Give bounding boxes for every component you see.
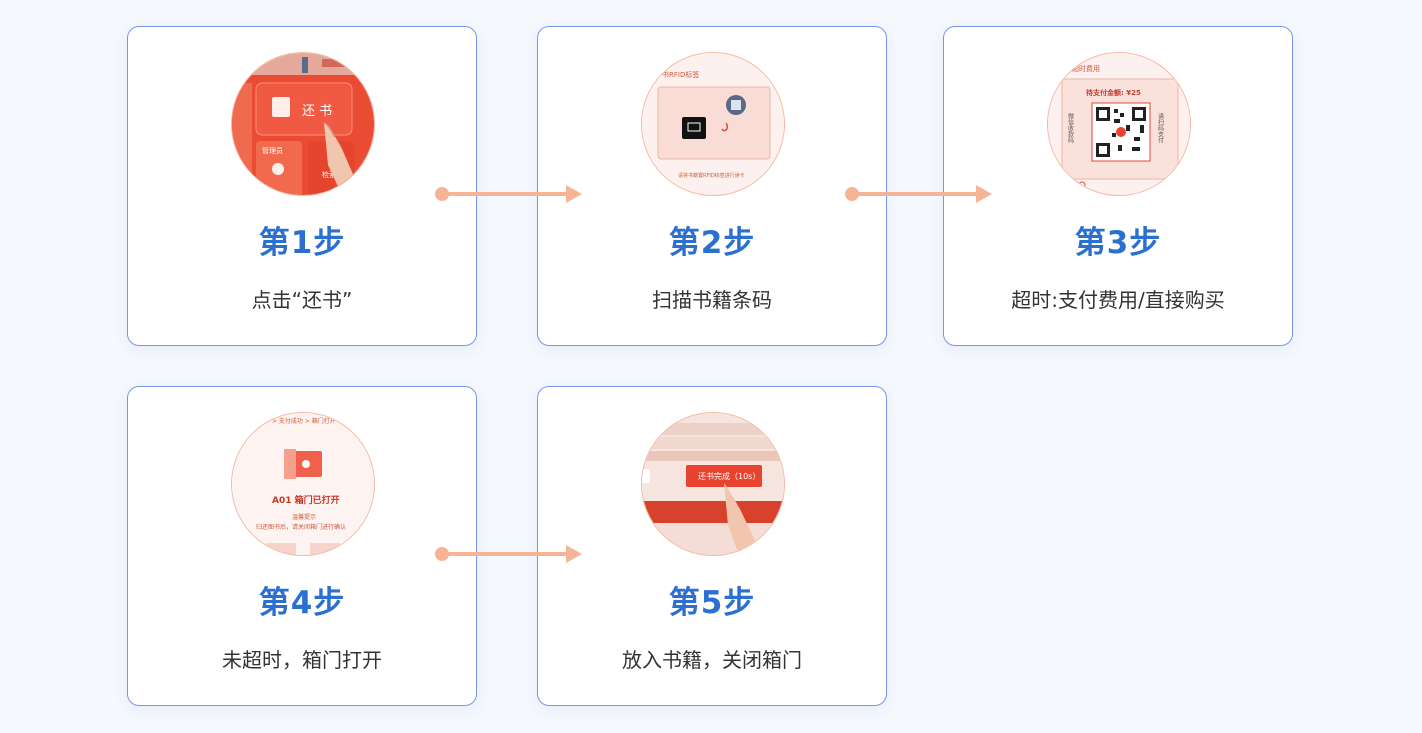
step-card-4: > 支付成功 > 箱门打开 A01 箱门已打开 温馨提示 归还图书后，请关闭箱门…	[127, 386, 477, 706]
svg-text:请将书籍置RFID标签进行读卡: 请将书籍置RFID标签进行读卡	[678, 172, 745, 179]
svg-text:管理员: 管理员	[262, 146, 283, 155]
svg-text:归还图书后，请关闭箱门进行确认: 归还图书后，请关闭箱门进行确认	[256, 523, 346, 531]
step-description: 超时:支付费用/直接购买	[1011, 288, 1225, 312]
svg-text:书RFID标签: 书RFID标签	[662, 70, 699, 79]
step-description: 未超时，箱门打开	[222, 648, 382, 672]
step-title: 第1步	[258, 225, 346, 261]
scan-barcode-illustration: 书RFID标签 请将书籍置RFID标签进行读卡	[642, 53, 784, 195]
step4-thumbnail: > 支付成功 > 箱门打开 A01 箱门已打开 温馨提示 归还图书后，请关闭箱门…	[231, 412, 375, 556]
step3-thumbnail: 超时费用 待支付金额: ¥25 微信收款码 请扫码支付	[1047, 52, 1191, 196]
step-title: 第4步	[258, 585, 346, 621]
arrow-right-icon	[435, 545, 582, 563]
step5-thumbnail: 还书完成（10s）	[641, 412, 785, 556]
svg-text:温馨提示: 温馨提示	[292, 513, 316, 521]
step-description: 点击“还书”	[251, 288, 353, 312]
svg-text:请扫码支付: 请扫码支付	[1157, 112, 1164, 144]
step2-thumbnail: 书RFID标签 请将书籍置RFID标签进行读卡	[641, 52, 785, 196]
svg-text:> 支付成功 > 箱门打开: > 支付成功 > 箱门打开	[272, 417, 336, 425]
step-title: 第2步	[668, 225, 756, 261]
arrow-right-icon	[845, 185, 992, 203]
payment-qr-illustration: 超时费用 待支付金额: ¥25 微信收款码 请扫码支付	[1048, 53, 1190, 195]
arrow-right-icon	[435, 185, 582, 203]
svg-text:还 书: 还 书	[302, 104, 332, 119]
svg-text:待支付金额: ¥25: 待支付金额: ¥25	[1086, 88, 1141, 97]
step-card-1: 还 书 管理员 检索 第1步 点击“还书”	[127, 26, 477, 346]
return-complete-illustration: 还书完成（10s）	[642, 413, 784, 555]
step-description: 扫描书籍条码	[652, 288, 772, 312]
step-card-3: 超时费用 待支付金额: ¥25 微信收款码 请扫码支付 第3步 超时:支付	[943, 26, 1293, 346]
kiosk-home-illustration: 还 书 管理员 检索	[232, 53, 374, 195]
svg-text:微信收款码: 微信收款码	[1067, 112, 1074, 144]
step-card-2: 书RFID标签 请将书籍置RFID标签进行读卡 第2步 扫描书籍条码	[537, 26, 887, 346]
svg-text:还书完成（10s）: 还书完成（10s）	[698, 471, 760, 481]
step-title: 第5步	[668, 585, 756, 621]
step-title: 第3步	[1074, 225, 1162, 261]
step-card-5: 还书完成（10s） 第5步 放入书籍，关闭箱门	[537, 386, 887, 706]
svg-text:检索: 检索	[322, 170, 336, 179]
step-description: 放入书籍，关闭箱门	[622, 648, 802, 672]
svg-text:超时费用: 超时费用	[1072, 64, 1100, 73]
svg-text:A01 箱门已打开: A01 箱门已打开	[272, 494, 340, 506]
door-open-illustration: > 支付成功 > 箱门打开 A01 箱门已打开 温馨提示 归还图书后，请关闭箱门…	[232, 413, 374, 555]
step1-thumbnail: 还 书 管理员 检索	[231, 52, 375, 196]
